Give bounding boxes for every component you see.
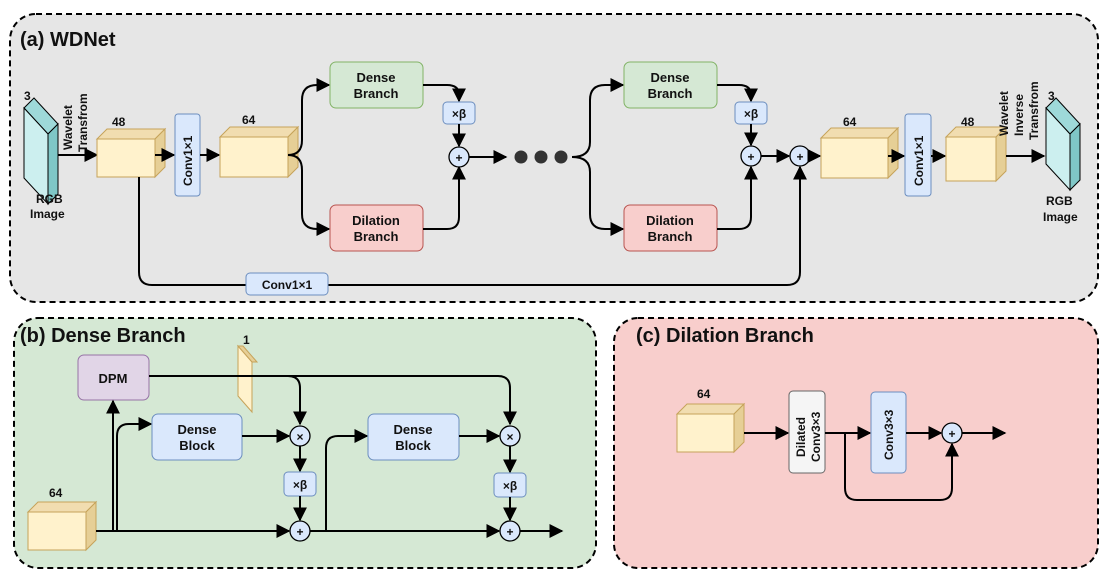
plus1-to-block2-line — [325, 429, 369, 531]
feature-cube-64-out — [819, 126, 900, 180]
rgb-input-label-1: RGB — [36, 192, 63, 206]
feature-cube-48-in — [95, 127, 167, 179]
plus-node-1-label: + — [455, 151, 462, 165]
panel-c-title: (c) Dilation Branch — [636, 325, 814, 347]
dense-branch-2-line1: Dense — [650, 70, 689, 85]
dpm-mask-line-2 — [288, 375, 517, 426]
feature-48-out-label: 48 — [961, 115, 975, 129]
conv1x1-label-a: Conv1×1 — [181, 135, 195, 186]
dilation-input-cube-64 — [675, 402, 746, 454]
mask-slab-side — [236, 345, 259, 363]
feature-64-out-label: 64 — [843, 115, 857, 129]
dilation-input-label: 64 — [697, 387, 711, 401]
global-skip-path — [138, 165, 807, 286]
rgb-input-label-2: Image — [30, 207, 65, 221]
dense-branch-1-line2: Branch — [354, 86, 399, 101]
skip-conv1x1-box — [245, 272, 329, 296]
dense-input-label: 64 — [49, 486, 63, 500]
feature-cube-64-a — [218, 125, 300, 179]
dense-block-1-line2: Block — [179, 438, 215, 453]
feature-64-a-label: 64 — [242, 113, 256, 127]
arrow-dense1-to-beta — [423, 84, 466, 103]
arrow-to-dense-branch-1 — [287, 78, 331, 156]
dense-input-cube-64 — [26, 500, 98, 552]
rgb-input-channels: 3 — [24, 89, 31, 103]
rgb-output-image — [1045, 97, 1081, 192]
dilation-branch-2-line1: Dilation — [646, 213, 694, 228]
times-node-1-label: × — [296, 430, 303, 444]
dense-block-box-1 — [151, 413, 243, 461]
rgb-output-channels: 3 — [1048, 89, 1055, 103]
panel-c — [613, 317, 1099, 569]
feature-48-in-label: 48 — [112, 115, 126, 129]
arrow-dense2-to-beta — [717, 84, 758, 103]
mask-channels-label: 1 — [243, 333, 250, 347]
dilated-conv-line1: Dilated — [794, 417, 808, 457]
skip-conv1x1-label: Conv1×1 — [262, 278, 313, 292]
inverse-label-3: Transfrom — [1027, 81, 1041, 140]
wavelet-label-1: Wavelet — [61, 105, 75, 150]
arrow-to-dilation-branch-1 — [287, 154, 331, 236]
dense-plus-node-2-label: + — [506, 525, 513, 539]
panel-a — [9, 13, 1099, 303]
dense-branch-1-line1: Dense — [356, 70, 395, 85]
feature-cube-48-out — [944, 125, 1008, 183]
plus-node-3-label: + — [796, 150, 803, 164]
dense-block-1-line1: Dense — [177, 422, 216, 437]
rgb-input-image — [23, 97, 59, 206]
dense-beta-label-2: ×β — [503, 479, 517, 493]
dpm-label: DPM — [99, 371, 128, 386]
dilation-branch-box-2 — [623, 204, 718, 252]
dense-beta-label-1: ×β — [293, 478, 307, 492]
ellipsis-dot-2 — [534, 150, 548, 164]
dilation-branch-box-1 — [329, 204, 424, 252]
dense-branch-box-1 — [329, 61, 424, 109]
rgb-output-label-1: RGB — [1046, 194, 1073, 208]
inverse-label-1: Wavelet — [997, 91, 1011, 136]
beta-label-1: ×β — [452, 107, 466, 121]
ellipsis-dot-1 — [514, 150, 528, 164]
dilation-branch-1-line2: Branch — [354, 229, 399, 244]
times-node-2-label: × — [506, 430, 513, 444]
dilation-branch-1-line1: Dilation — [352, 213, 400, 228]
dilation-branch-2-line2: Branch — [648, 229, 693, 244]
dense-plus-node-1-label: + — [296, 525, 303, 539]
dense-branch-2-line2: Branch — [648, 86, 693, 101]
ellipsis-dot-3 — [554, 150, 568, 164]
conv1x1-label-b: Conv1×1 — [912, 135, 926, 186]
arrow-dilation2-to-plus — [717, 165, 758, 230]
dilation-plus-label: + — [948, 427, 955, 441]
inverse-label-2: Inverse — [1012, 94, 1026, 136]
arrow-to-dilation-branch-2 — [571, 156, 625, 236]
panel-a-title: (a) WDNet — [20, 29, 116, 51]
arrow-dilation1-to-plus — [423, 165, 466, 230]
dilated-conv-line2: Conv3×3 — [809, 411, 823, 462]
conv3x3-label: Conv3×3 — [882, 409, 896, 460]
dense-block-2-line1: Dense — [393, 422, 432, 437]
rgb-output-label-2: Image — [1043, 210, 1078, 224]
dense-block-2-line2: Block — [395, 438, 431, 453]
dense-block-box-2 — [367, 413, 460, 461]
arrow-to-dense-branch-2 — [571, 78, 625, 158]
plus-node-2-label: + — [747, 150, 754, 164]
dilation-skip-path — [844, 433, 959, 501]
beta-label-2: ×β — [744, 107, 758, 121]
wavelet-label-2: Transfrom — [76, 93, 90, 152]
panel-b-title: (b) Dense Branch — [20, 325, 186, 347]
dense-branch-box-2 — [623, 61, 718, 109]
dense-to-block1-line — [116, 417, 153, 531]
